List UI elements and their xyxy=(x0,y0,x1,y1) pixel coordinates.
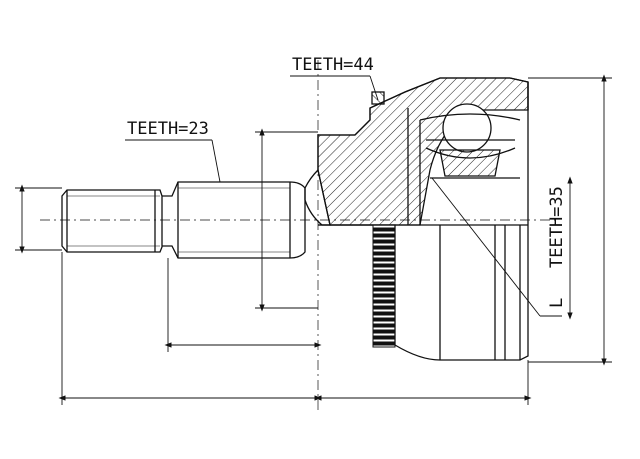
shaft-thread xyxy=(61,189,163,253)
abs-tooth xyxy=(372,335,396,340)
abs-tooth xyxy=(372,305,396,310)
abs-tooth xyxy=(372,317,396,322)
abs-tooth xyxy=(372,257,396,262)
abs-tooth xyxy=(372,275,396,280)
abs-tooth xyxy=(372,245,396,250)
dimension-lines xyxy=(15,74,612,405)
abs-tooth xyxy=(372,233,396,238)
abs-tooth xyxy=(372,293,396,298)
ball-cage xyxy=(407,103,521,225)
abs-tooth xyxy=(372,329,396,334)
teeth-shaft-label: TEETH=23 xyxy=(127,119,209,139)
leader-lines xyxy=(125,75,562,317)
abs-tooth xyxy=(372,263,396,268)
abs-ring xyxy=(372,224,396,348)
teeth-outer-label: TEETH=44 xyxy=(292,55,374,75)
abs-tooth xyxy=(372,299,396,304)
abs-tooth xyxy=(372,341,396,346)
abs-tooth xyxy=(372,281,396,286)
abs-tooth xyxy=(372,227,396,232)
abs-tooth xyxy=(372,269,396,274)
abs-tooth xyxy=(372,311,396,316)
teeth-inner-label: TEETH=35 xyxy=(547,186,567,268)
abs-tooth xyxy=(372,323,396,328)
centerline xyxy=(40,60,560,410)
lower-housing xyxy=(318,82,529,361)
outer-housing xyxy=(304,77,529,226)
abs-tooth xyxy=(372,287,396,292)
abs-tooth xyxy=(372,239,396,244)
dimension-l-label: L xyxy=(547,298,567,308)
abs-tooth xyxy=(372,251,396,256)
